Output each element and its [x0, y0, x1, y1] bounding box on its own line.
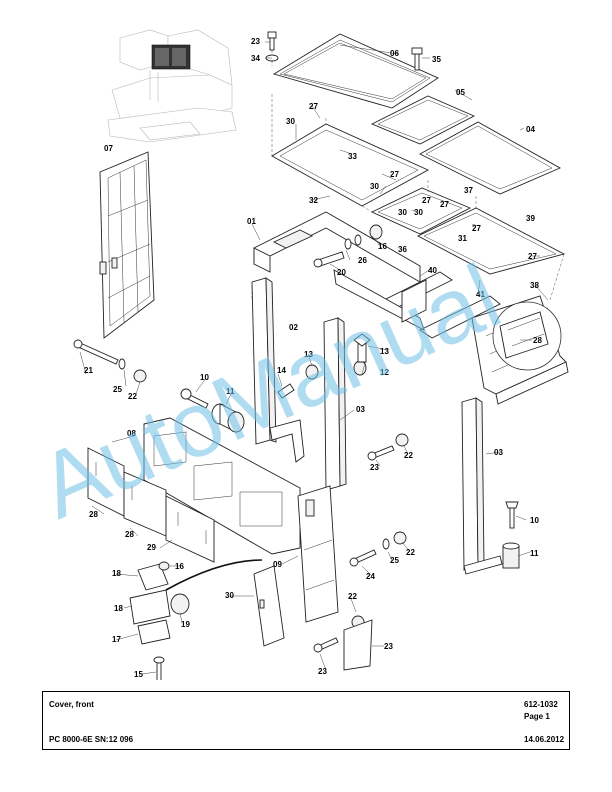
callout: 13 — [380, 347, 389, 356]
callout: 08 — [127, 429, 136, 438]
callout: 27 — [440, 200, 449, 209]
part-32-frame — [271, 123, 430, 207]
callout: 22 — [348, 592, 357, 601]
callout: 30 — [286, 117, 295, 126]
callout: 21 — [84, 366, 93, 375]
callout: 29 — [147, 543, 156, 552]
callout: 25 — [113, 385, 122, 394]
callout: 28 — [125, 530, 134, 539]
part-05-cover-plate — [370, 95, 476, 145]
callout: 23 — [318, 667, 327, 676]
callout: 10 — [200, 373, 209, 382]
callout: 30 — [225, 591, 234, 600]
callout: 20 — [337, 268, 346, 277]
callout: 38 — [530, 281, 539, 290]
callout: 27 — [422, 196, 431, 205]
title-block: Cover, front 612-1032 Page 1 PC 8000-6E … — [42, 691, 570, 750]
exploded-parts-diagram: 23 34 35 06 05 04 27 30 33 32 27 30 27 3… — [25, 29, 569, 680]
part-04-cover-plate — [419, 121, 562, 195]
issue-date: 14.06.2012 — [524, 735, 565, 744]
part-06-top-frame — [272, 33, 439, 109]
callout: 16 — [378, 242, 387, 251]
part-02-post — [251, 277, 305, 463]
callout: 22 — [406, 548, 415, 557]
callout: 28 — [89, 510, 98, 519]
callout: 27 — [390, 170, 399, 179]
callout: 30 — [398, 208, 407, 217]
callout: 30 — [414, 208, 423, 217]
part-07-side-panel — [99, 151, 155, 339]
part-29-plate — [253, 565, 285, 647]
callout: 31 — [458, 234, 467, 243]
leader-lines — [79, 41, 549, 675]
callout: 03 — [356, 405, 365, 414]
callout: 23 — [251, 37, 260, 46]
callout: 11 — [226, 387, 235, 396]
part-03-post-center — [323, 317, 347, 491]
callout: 02 — [289, 323, 298, 332]
machine-model: PC 8000-6E SN:12 096 — [49, 735, 134, 744]
callout: 30 — [370, 182, 379, 191]
callout: 18 — [114, 604, 123, 613]
callout: 16 — [175, 562, 184, 571]
callout: 37 — [464, 186, 473, 195]
part-09-plate — [297, 485, 339, 623]
callout: 03 — [494, 448, 503, 457]
callout: 19 — [181, 620, 190, 629]
hardware-bolts — [73, 31, 520, 653]
callout: 35 — [432, 55, 441, 64]
callout: 27 — [472, 224, 481, 233]
drawing-title: Cover, front — [49, 700, 94, 709]
callout: 24 — [366, 572, 375, 581]
callout: 23 — [384, 642, 393, 651]
callout: 14 — [277, 366, 286, 375]
callout: 36 — [398, 245, 407, 254]
callout: 04 — [526, 125, 535, 134]
part-17-clamp — [129, 559, 263, 680]
callout: 18 — [112, 569, 121, 578]
callout: 10 — [530, 516, 539, 525]
detail-37-circle — [492, 301, 562, 371]
callout: 26 — [358, 256, 367, 265]
callout: 06 — [390, 49, 399, 58]
page-number: Page 1 — [524, 712, 550, 721]
part-03-post-right — [461, 397, 503, 575]
callout-labels: 23 34 35 06 05 04 27 30 33 32 27 30 27 3… — [84, 37, 542, 679]
callout: 13 — [304, 350, 313, 359]
callout: 11 — [530, 549, 539, 558]
callout: 25 — [390, 556, 399, 565]
callout: 12 — [380, 368, 389, 377]
callout: 09 — [273, 560, 282, 569]
callout: 01 — [247, 217, 256, 226]
part-08-cover-assembly — [87, 417, 301, 563]
part-41-plate — [343, 619, 373, 671]
callout: 22 — [128, 392, 137, 401]
callout: 27 — [309, 102, 318, 111]
callout: 23 — [370, 463, 379, 472]
document-number: 612-1032 — [524, 700, 558, 709]
callout: 15 — [134, 670, 143, 679]
callout: 07 — [104, 144, 113, 153]
callout: 41 — [476, 290, 485, 299]
callout: 22 — [404, 451, 413, 460]
callout: 05 — [456, 88, 465, 97]
callout: 32 — [309, 196, 318, 205]
part-35-frame — [370, 187, 472, 235]
callout: 17 — [112, 635, 121, 644]
callout: 27 — [528, 252, 537, 261]
callout: 34 — [251, 54, 260, 63]
callout: 40 — [428, 266, 437, 275]
callout: 39 — [526, 214, 535, 223]
callout: 33 — [348, 152, 357, 161]
callout: 28 — [533, 336, 542, 345]
excavator-locator-sketch — [107, 29, 237, 143]
